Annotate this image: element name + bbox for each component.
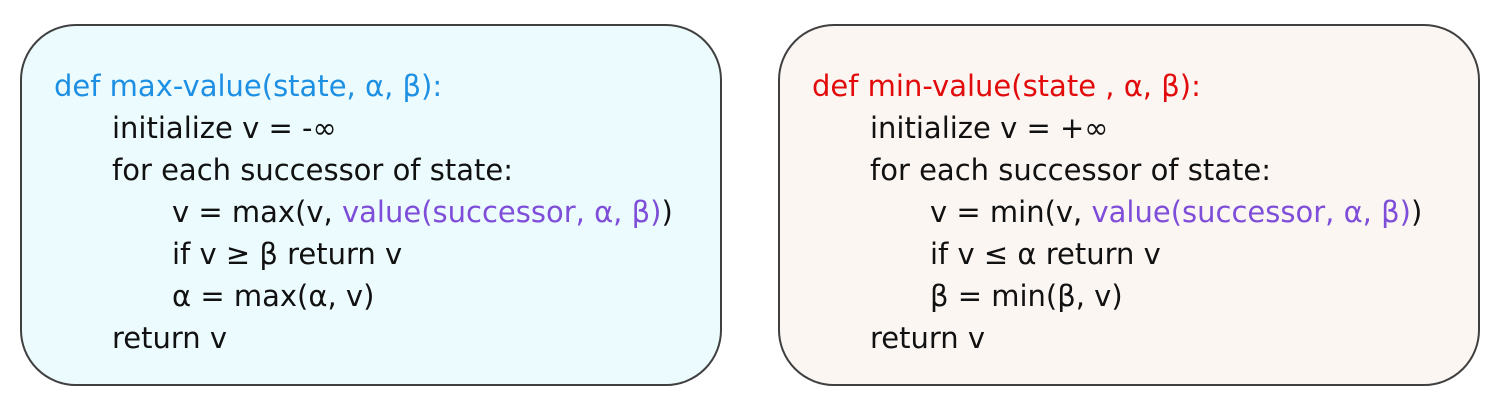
min-value-init-line: initialize v = +∞ [870,111,1109,145]
min-value-update-line: v = min(v, value(successor, α, β)) [812,191,1422,233]
max-value-update-line: v = max(v, value(successor, α, β)) [54,191,673,233]
max-value-return-line: return v [112,321,228,355]
min-value-loop-line: for each successor of state: [870,153,1271,187]
max-value-header: def max-value(state, α, β): [54,69,443,103]
min-value-panel: def min-value(state , α, β): initialize … [778,24,1480,386]
max-value-prune-line: if v ≥ β return v [172,237,403,271]
max-value-code: def max-value(state, α, β): initialize v… [54,65,673,359]
max-value-alpha-update-line: α = max(α, v) [172,279,375,313]
min-value-header: def min-value(state , α, β): [812,69,1201,103]
max-value-init-line: initialize v = -∞ [112,111,337,145]
min-value-update-prefix: v = min(v, [930,195,1092,229]
min-value-recursive-call: value(successor, α, β) [1091,195,1411,229]
min-value-prune-line: if v ≤ α return v [930,237,1161,271]
max-value-recursive-call: value(successor, α, β) [342,195,662,229]
min-value-code: def min-value(state , α, β): initialize … [812,65,1422,359]
min-value-beta-update-line: β = min(β, v) [930,279,1123,313]
max-value-update-suffix: ) [661,195,673,229]
max-value-panel: def max-value(state, α, β): initialize v… [20,24,722,386]
max-value-update-prefix: v = max(v, [172,195,342,229]
min-value-return-line: return v [870,321,986,355]
max-value-loop-line: for each successor of state: [112,153,513,187]
min-value-update-suffix: ) [1410,195,1423,229]
